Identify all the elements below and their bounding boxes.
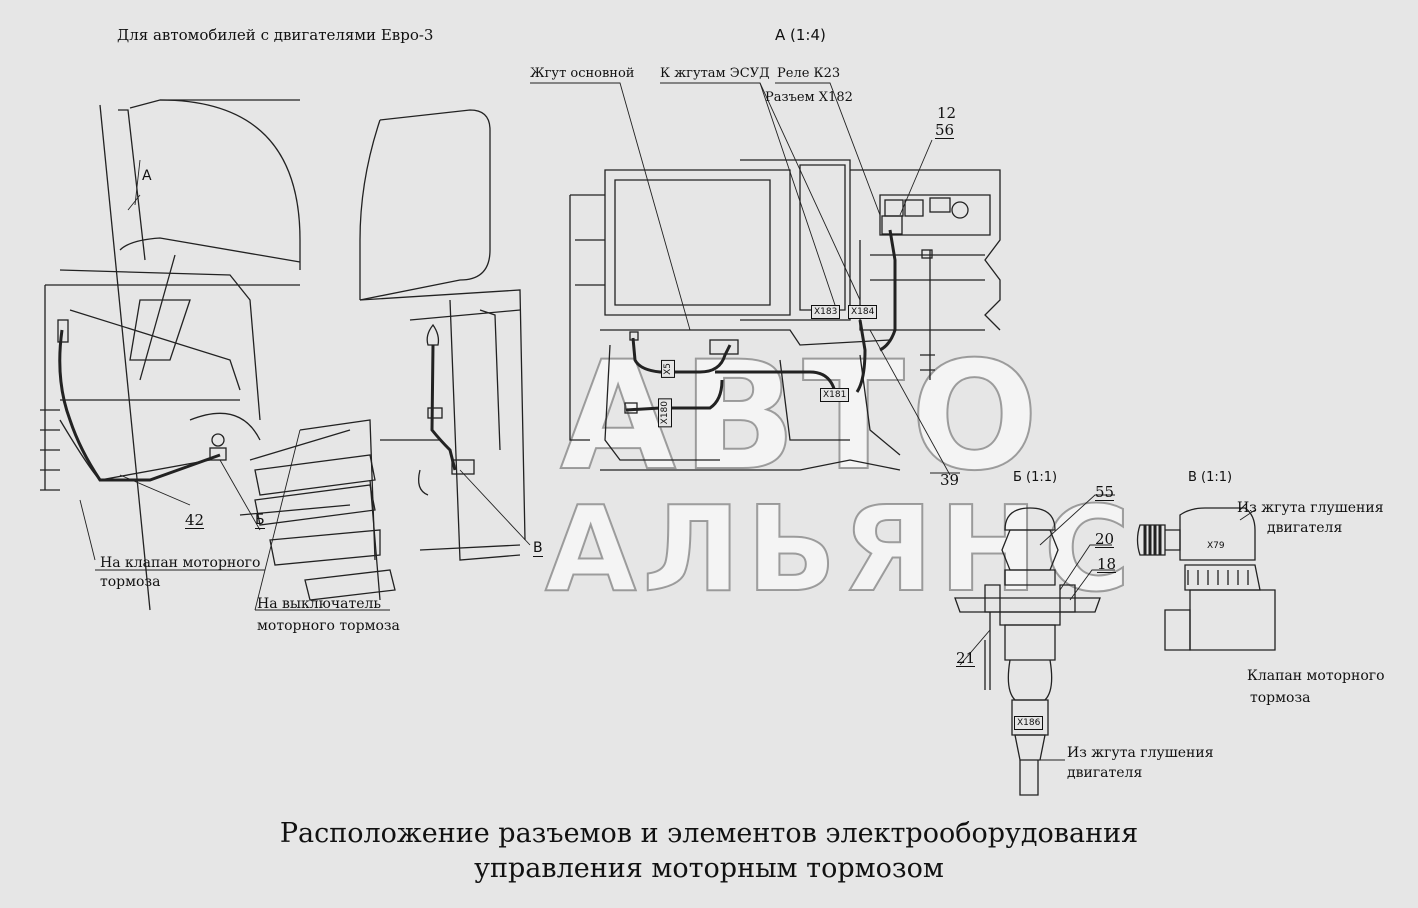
connector-x180: X180 <box>658 398 672 428</box>
watermark-line2: АЛЬЯНС <box>544 479 1137 619</box>
view-v-title: В (1:1) <box>1188 470 1233 485</box>
callout-56: 56 <box>935 121 955 139</box>
view-v-harness-line1: Из жгута глушения <box>1237 500 1384 516</box>
connector-x5: X5 <box>661 360 675 378</box>
switch-callout-line1: На выключатель <box>257 596 382 612</box>
view-b-title: Б (1:1) <box>1013 470 1058 485</box>
relay-label: Реле К23 <box>777 66 841 81</box>
callout-55: 55 <box>1095 483 1115 501</box>
callout-20: 20 <box>1095 530 1115 548</box>
step-plates <box>254 454 396 601</box>
ecu-harness-label: К жгутам ЭСУД <box>660 66 770 81</box>
view-b-harness-line1: Из жгута глушения <box>1067 745 1214 761</box>
valve-callout-line2: тормоза <box>100 574 161 590</box>
view-v-valve-line1: Клапан моторного <box>1247 668 1385 684</box>
view-v-harness-line2: двигателя <box>1267 520 1343 536</box>
view-v-valve-line2: тормоза <box>1250 690 1311 706</box>
engine-note: Для автомобилей с двигателями Евро-3 <box>117 26 434 44</box>
cab-middle-outline <box>299 109 526 601</box>
callout-42: 42 <box>185 511 205 529</box>
caption-line2: управления моторным тормозом <box>474 853 944 884</box>
view-v-leaders <box>1239 509 1256 521</box>
view-b-harness-line2: двигателя <box>1067 765 1143 781</box>
view-a-leaders <box>530 82 960 476</box>
marker-v: В <box>533 540 543 557</box>
valve-callout-line1: На клапан моторного <box>100 555 261 571</box>
callout-12: 12 <box>937 104 957 122</box>
marker-b: Б <box>255 512 265 529</box>
switch-harness <box>417 323 475 496</box>
view-a-panel <box>569 159 1001 471</box>
view-v-valve <box>1136 507 1276 651</box>
callout-18: 18 <box>1097 555 1117 573</box>
watermark-line1: АВТО <box>559 329 1045 505</box>
connector-x79: X79 <box>1207 541 1225 551</box>
wire-to-valve <box>57 319 227 482</box>
connector-x183: X183 <box>811 305 841 319</box>
left-leaders <box>79 159 531 611</box>
connector-x186: X186 <box>1014 716 1044 730</box>
connector-x182-label: Разъем Х182 <box>765 90 853 105</box>
switch-callout-line2: моторного тормоза <box>257 618 400 634</box>
main-harness-label: Жгут основной <box>530 66 635 81</box>
view-a-title: А (1:4) <box>775 26 826 44</box>
cab-left-outline <box>40 99 351 611</box>
callout-39: 39 <box>940 471 960 489</box>
connector-x184: X184 <box>848 305 878 319</box>
arrow-a-label: А <box>142 168 152 184</box>
connector-x181: X181 <box>820 388 850 402</box>
view-b-leaders <box>959 494 1115 761</box>
callout-21: 21 <box>956 649 976 667</box>
caption-line1: Расположение разъемов и элементов электр… <box>279 818 1139 849</box>
